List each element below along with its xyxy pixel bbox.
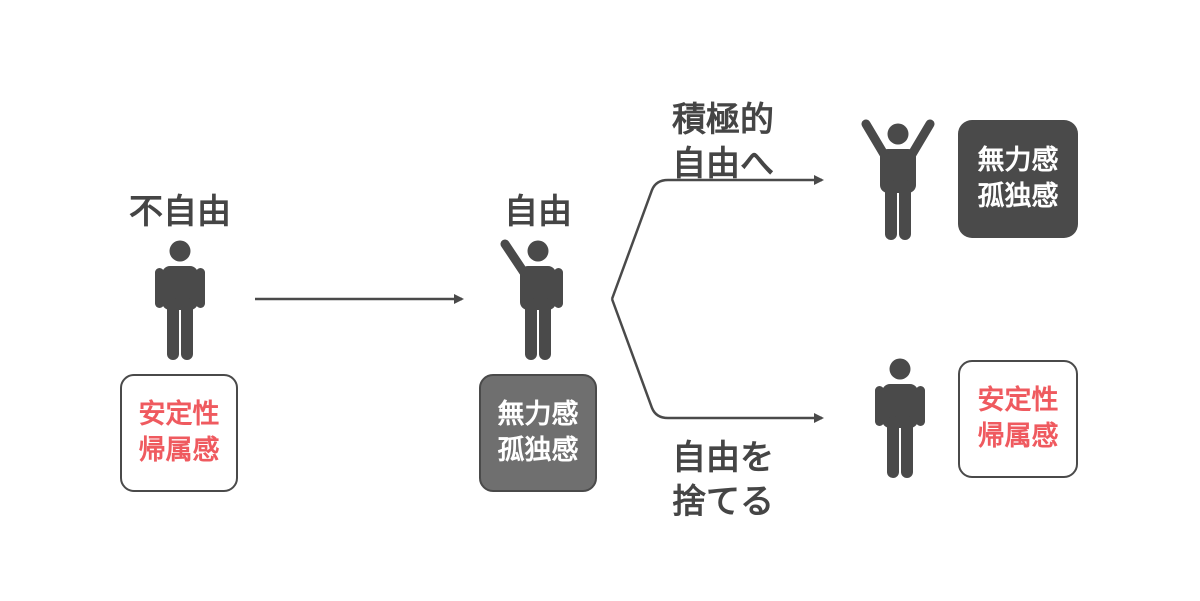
attribute-box-unfree: 安定性 帰属感 [120,374,238,492]
attribute-loneliness: 孤独感 [497,435,579,466]
standing-person-icon [875,358,925,478]
attribute-powerlessness: 無力感 [977,145,1059,176]
attribute-stability: 安定性 [138,399,220,430]
label-escape-line1: 自由を [672,438,774,478]
person-raising-hand-icon [500,239,563,360]
label-escape-line2: 捨てる [672,482,774,522]
label-positive-line1: 積極的 [672,100,774,140]
standing-person-icon [155,240,205,360]
attribute-box-escape: 安定性 帰属感 [958,360,1078,478]
attribute-loneliness: 孤独感 [977,181,1059,212]
label-free: 自由 [504,192,572,232]
attribute-powerlessness: 無力感 [497,399,579,430]
attribute-stability: 安定性 [977,385,1059,416]
label-positive-line2: 自由へ [672,144,774,184]
person-arms-up-icon [861,119,935,240]
attribute-belonging: 帰属感 [977,421,1059,452]
attribute-box-positive: 無力感 孤独感 [958,120,1078,238]
attribute-belonging: 帰属感 [138,435,220,466]
branch-arrow-escape [610,298,824,423]
label-escape-from-freedom: 自由を 捨てる [672,436,790,524]
label-positive-freedom: 積極的 自由へ [672,98,790,186]
branch-arrow-positive [610,175,824,300]
label-unfree: 不自由 [129,192,231,232]
attribute-box-free: 無力感 孤独感 [479,374,597,492]
